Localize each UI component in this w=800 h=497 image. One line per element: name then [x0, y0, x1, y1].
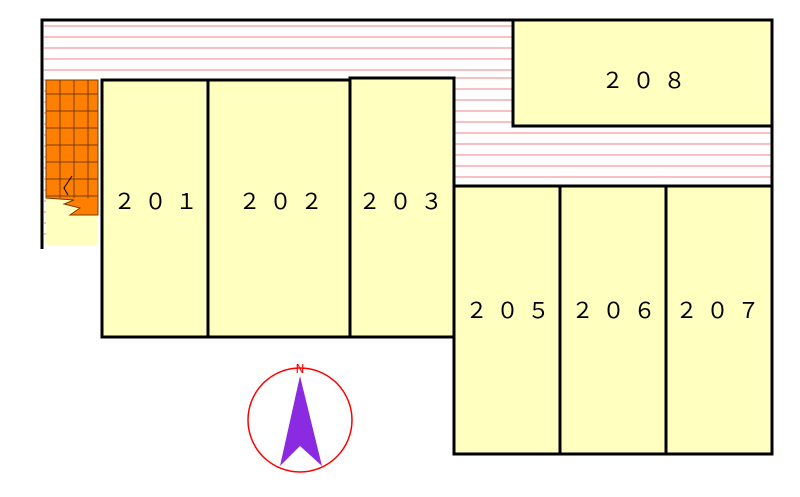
room-208[interactable]: ２０８ [511, 18, 774, 128]
staircase [45, 79, 99, 245]
corridor-top-wall [40, 18, 513, 249]
room-203[interactable]: ２０３ [348, 76, 456, 339]
compass-north-label: N [296, 362, 305, 376]
room-202-area [206, 78, 352, 339]
compass: N [247, 362, 353, 473]
room-205-area [452, 184, 562, 456]
room-207[interactable]: ２０７ [664, 184, 774, 456]
room-206[interactable]: ２０６ [558, 184, 668, 456]
staircase-arrow [63, 175, 73, 196]
compass-ring [247, 367, 353, 473]
room-202-label: ２０２ [238, 190, 331, 215]
compass-north-arrow-icon [280, 376, 322, 466]
room-201-label: ２０１ [113, 190, 206, 215]
room-203-label: ２０３ [358, 190, 451, 215]
room-202[interactable]: ２０２ [206, 78, 352, 339]
staircase-steps [45, 79, 99, 216]
room-201[interactable]: ２０１ [100, 78, 210, 339]
room-208-label: ２０８ [601, 69, 694, 94]
room-205[interactable]: ２０５ [452, 184, 562, 456]
room-206-label: ２０６ [571, 299, 664, 324]
room-208-area [511, 18, 774, 128]
room-207-label: ２０７ [675, 299, 768, 324]
room-205-label: ２０５ [465, 299, 558, 324]
room-206-area [558, 184, 668, 456]
staircase-grid [46, 80, 98, 198]
room-207-area [664, 184, 774, 456]
